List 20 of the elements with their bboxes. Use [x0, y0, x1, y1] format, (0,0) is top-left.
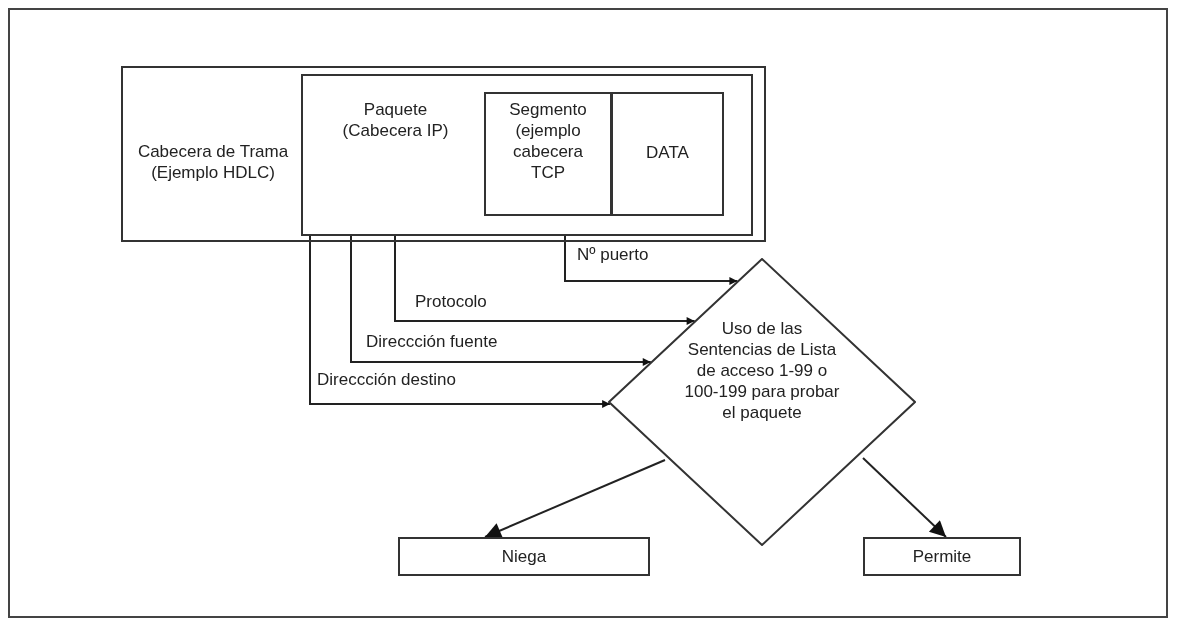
- node-label: Paquete (Cabecera IP): [341, 99, 450, 141]
- process-box: [398, 537, 650, 576]
- packet-box: [301, 74, 753, 236]
- process-box: [863, 537, 1021, 576]
- arrow: [484, 459, 666, 539]
- node-label: Cabecera de Trama (Ejemplo HDLC): [136, 141, 290, 183]
- node-label: Uso de las Sentencias de Lista de acceso 1-99 o 100-199 para probar el paquete: [683, 318, 841, 423]
- data-box: [611, 92, 724, 216]
- node-label: DATA: [645, 142, 690, 163]
- frame-box: [121, 66, 766, 242]
- node-label: Segmento (ejemplo cabecera TCP: [508, 99, 588, 183]
- arrow: [350, 235, 652, 366]
- segment-box: [484, 92, 612, 216]
- arrow: [564, 235, 739, 285]
- edge-label: Nº puerto: [575, 245, 651, 265]
- arrow: [862, 457, 947, 538]
- arrow: [309, 235, 612, 408]
- node-label: Permite: [911, 546, 973, 567]
- node-label: Niega: [500, 546, 548, 567]
- arrow: [394, 235, 696, 325]
